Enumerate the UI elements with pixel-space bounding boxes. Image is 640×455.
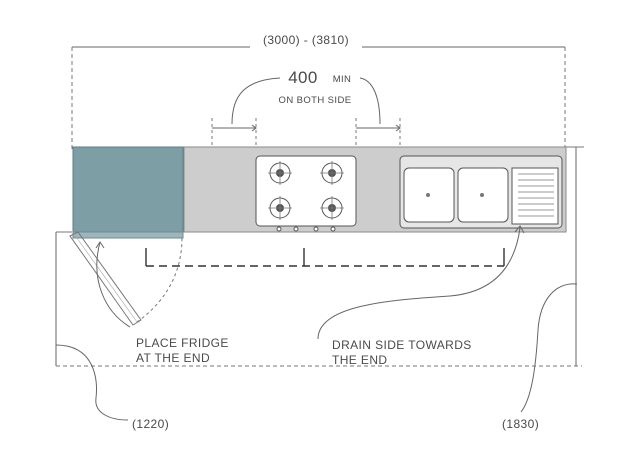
depth-dimension-right (566, 146, 584, 366)
fridge-note-line1: PLACE FRIDGE (136, 336, 229, 350)
drain-note-line2: THE END (332, 353, 387, 367)
right-depth-leader (520, 283, 578, 413)
fridge-door-strip (72, 231, 184, 239)
burner-icon (268, 196, 292, 220)
left-depth-leader (55, 344, 129, 421)
drain-leader (317, 227, 521, 340)
fridge-leader (96, 241, 131, 328)
right-depth-label: (1830) (502, 417, 539, 431)
clearance-callout (211, 77, 401, 150)
clearance-unit: MIN (333, 74, 352, 85)
cooktop (255, 155, 357, 232)
total-width-label: (3000) - (3810) (263, 33, 349, 47)
left-depth-label: (1220) (132, 417, 169, 431)
drain-note-line1: DRAIN SIDE TOWARDS (332, 338, 472, 352)
fridge (72, 146, 184, 233)
cabinet-bracket (145, 248, 505, 267)
burner-icon (320, 161, 344, 185)
drainboard-ridges (518, 173, 554, 217)
fridge-door-swing (69, 231, 183, 326)
burner-icon (268, 161, 292, 185)
sink (399, 155, 563, 229)
fridge-note-line2: AT THE END (136, 351, 210, 365)
clearance-note: ON BOTH SIDE (279, 95, 352, 106)
clearance-value: 400 (288, 68, 318, 87)
burner-icon (320, 196, 344, 220)
knob-icon (276, 226, 336, 232)
depth-dimension-left (55, 231, 582, 367)
total-width-dimension (71, 32, 566, 150)
